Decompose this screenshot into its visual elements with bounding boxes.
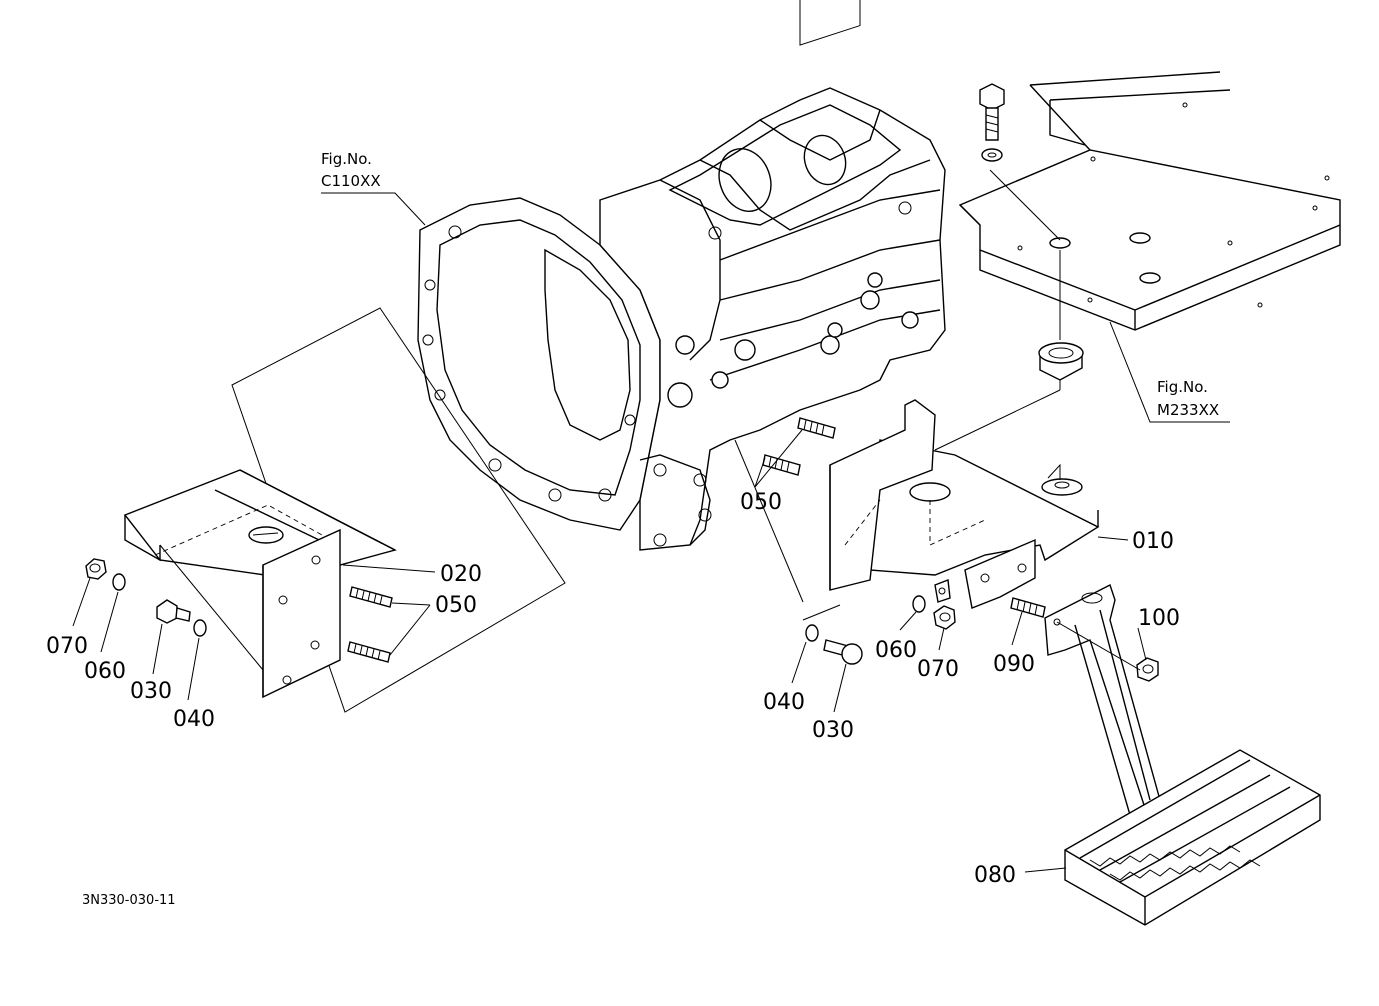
stud-090 (1010, 597, 1046, 618)
nut-070-right (933, 605, 956, 630)
washer-060-right (912, 595, 926, 613)
floor-bolt (979, 83, 1005, 162)
part-label-050-center: 050 (740, 490, 782, 515)
nut-100 (1136, 657, 1159, 682)
left-step-bracket-assembly (85, 307, 566, 713)
bolt-030-right (823, 639, 863, 665)
right-step-bracket-assembly (734, 360, 1100, 665)
fig-ref-c110-line1: Fig.No. (321, 150, 372, 168)
washer-040-right (805, 624, 819, 642)
step-assembly (1044, 584, 1321, 926)
fig-ref-m233-line1: Fig.No. (1157, 378, 1208, 396)
part-label-060-right: 060 (875, 638, 917, 663)
part-label-100: 100 (1138, 606, 1180, 631)
part-label-030-left: 030 (130, 679, 172, 704)
washer-040-left (193, 619, 207, 637)
stud-050-center-a (797, 417, 836, 439)
part-label-070-right: 070 (917, 657, 959, 682)
part-label-080: 080 (974, 863, 1016, 888)
part-label-030-right: 030 (812, 718, 854, 743)
part-label-060-left: 060 (84, 659, 126, 684)
rubber-mount (1038, 342, 1084, 381)
part-label-090: 090 (993, 652, 1035, 677)
transmission-case (417, 0, 946, 551)
fig-ref-m233-line2: M233XX (1157, 401, 1219, 419)
part-label-040-left: 040 (173, 707, 215, 732)
stud-050-center-b (762, 454, 801, 476)
washer-060-left (112, 573, 126, 591)
nut-070-left (85, 558, 107, 580)
part-label-070-left: 070 (46, 634, 88, 659)
fig-ref-c110-line2: C110XX (321, 172, 381, 190)
stud-050-left-a (349, 586, 393, 608)
floor-plate (958, 71, 1341, 340)
part-label-010: 010 (1132, 529, 1174, 554)
bolt-030-left (156, 599, 191, 624)
stud-050-left-b (347, 641, 391, 663)
part-label-050-left: 050 (435, 593, 477, 618)
part-label-040-right: 040 (763, 690, 805, 715)
drawing-id: 3N330-030-11 (82, 893, 176, 908)
part-label-020: 020 (440, 562, 482, 587)
